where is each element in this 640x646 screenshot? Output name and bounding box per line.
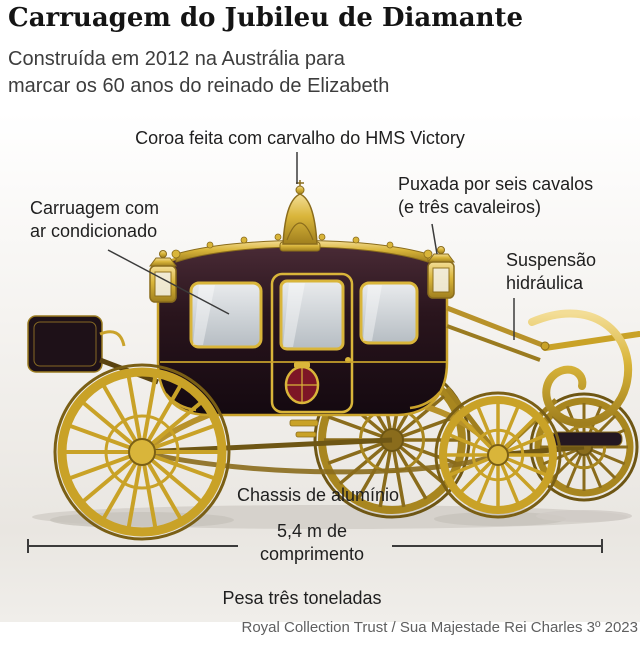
wheel-rear-large (53, 363, 231, 541)
annotation-horses-label: Puxada por seis cavalos (e três cavaleir… (398, 174, 594, 218)
wheel-front-small (434, 391, 562, 519)
lamp-left (149, 250, 177, 303)
subtitle-line-1: Construída em 2012 na Austrália para (8, 48, 345, 70)
image-credit: Royal Collection Trust / Sua Majestade R… (241, 619, 638, 636)
page-title: Carruagem do Jubileu de Diamante (8, 3, 524, 33)
subtitle: Construída em 2012 na Austrália para mar… (8, 46, 389, 99)
weight-label: Pesa três toneladas (222, 588, 382, 608)
annotation-suspension-label: Suspensão hidráulica (506, 250, 597, 294)
annotation-crown-label: Coroa feita com carvalho do HMS Victory (135, 128, 465, 148)
door-steps (289, 419, 319, 438)
c-spring-suspension (528, 309, 633, 427)
annotation-chassis-label: Chassis de alumínio (236, 485, 400, 505)
crown-ornament (279, 180, 321, 252)
lamp-right (427, 246, 455, 299)
annotation-air-conditioning-label: Carruagem com ar condicionado (30, 198, 160, 242)
length-measurement-label: 5,4 m de comprimento (259, 521, 365, 565)
near-wheels (53, 363, 562, 541)
coat-of-arms (284, 362, 320, 405)
subtitle-line-2: marcar os 60 anos do reinado de Elizabet… (8, 74, 390, 97)
